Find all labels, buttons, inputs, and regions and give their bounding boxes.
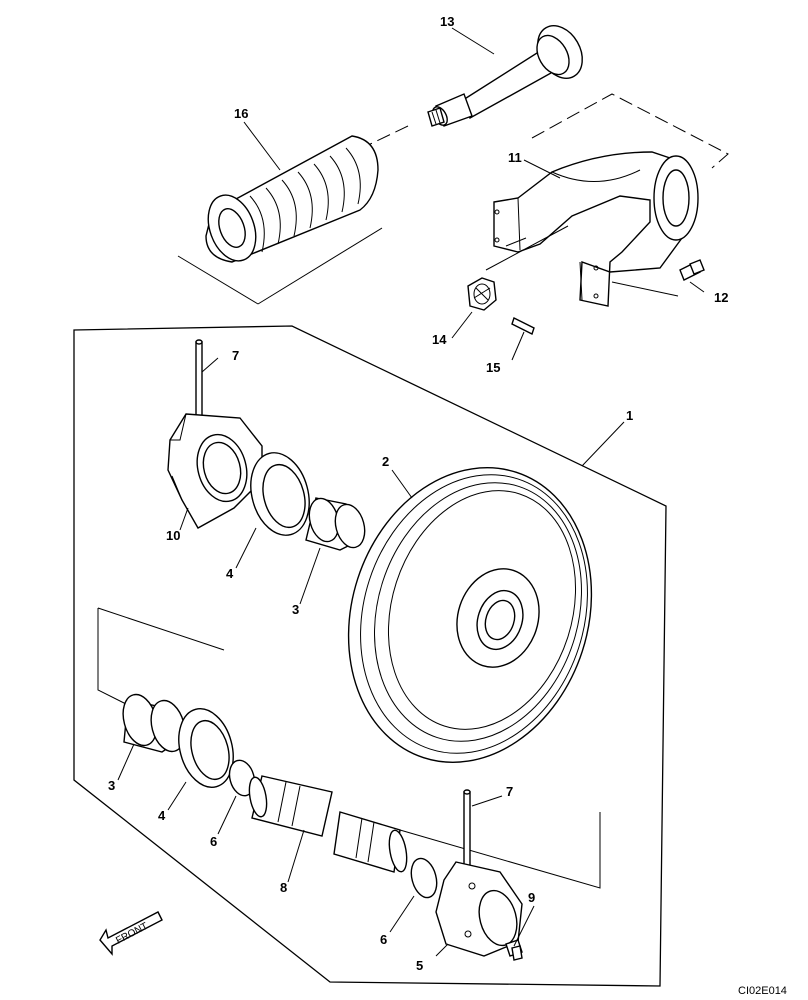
leader-lines [117,27,705,957]
part-3-bushing-lower [122,693,186,753]
part-9-fitting [505,939,523,961]
drawing-code: CI02E014 [738,985,787,997]
front-label: FRONT [114,921,150,947]
part-4-seal-lower [178,708,234,788]
part-12-bolt [679,259,705,281]
callout-3-upper: 3 [292,602,299,617]
part-5-bracket [435,861,523,957]
part-16-spring [205,135,379,263]
callout-7-lower: 7 [506,784,513,799]
callout-4-lower: 4 [158,808,166,823]
part-4-seal-upper [250,452,310,536]
callouts: 13 16 11 12 14 15 7 1 2 10 4 3 3 4 6 8 7… [108,14,728,973]
part-3-bushing-upper [305,497,366,551]
part-7-pin-lower [463,789,471,871]
part-6-oring-left [228,759,256,797]
callout-7-upper: 7 [232,348,239,363]
part-8-shaft [248,775,408,873]
callout-15: 15 [486,360,500,375]
part-6-oring-right [410,857,438,899]
part-15-pin [511,317,535,335]
part-13-rod [427,25,583,127]
callout-3-lower: 3 [108,778,115,793]
part-11-yoke [493,93,729,307]
callout-6-left: 6 [210,834,217,849]
callout-12: 12 [714,290,728,305]
callout-6-right: 6 [380,932,387,947]
part-2-idler-wheel [347,467,593,763]
front-arrow: FRONT [99,911,163,956]
assembly-frame [73,325,667,987]
part-7-pin-upper [195,339,203,421]
callout-13: 13 [440,14,454,29]
callout-9: 9 [528,890,535,905]
inner-frame [97,607,225,705]
callout-1: 1 [626,408,633,423]
callout-4-upper: 4 [226,566,234,581]
callout-5: 5 [416,958,423,973]
callout-11: 11 [508,150,522,165]
callout-16: 16 [234,106,248,121]
callout-10: 10 [166,528,180,543]
part-10-bracket [167,413,263,529]
callout-8: 8 [280,880,287,895]
part-14-nut [467,277,497,311]
callout-14: 14 [432,332,447,347]
callout-2: 2 [382,454,389,469]
